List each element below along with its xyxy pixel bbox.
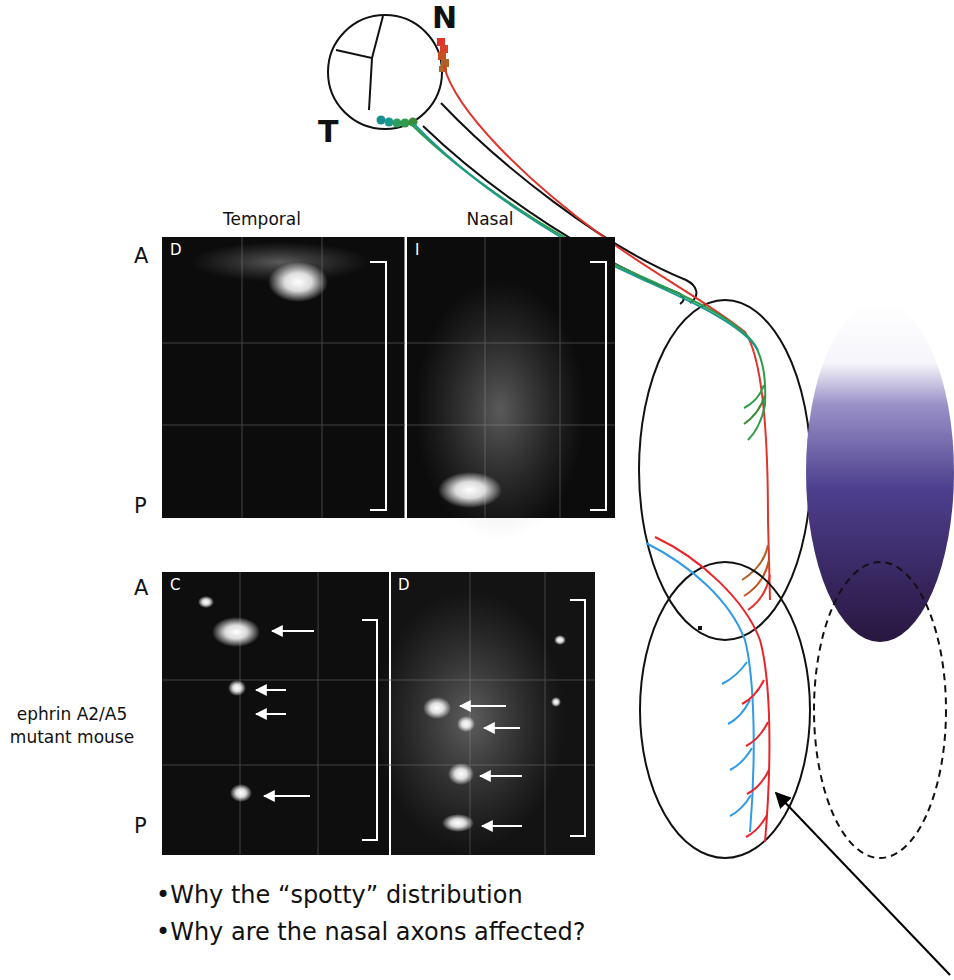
- axis-letter: P: [134, 814, 147, 838]
- missing-gradient: [814, 562, 946, 858]
- panel-letter: I: [407, 237, 427, 263]
- question-bullet: •Why are the nasal axons affected?: [156, 918, 585, 946]
- column-heading: Nasal: [466, 209, 513, 229]
- axis-letter: A: [134, 244, 148, 268]
- ephrin-gradient: [806, 302, 954, 642]
- pointer-arrow: [776, 793, 950, 975]
- axis-letter: P: [134, 494, 147, 518]
- panel-letter: D: [390, 572, 418, 598]
- nasal-marker: N: [432, 0, 457, 35]
- mutant-axons: [646, 537, 769, 842]
- micrograph: [162, 237, 615, 540]
- panel-letter: C: [162, 572, 188, 598]
- nasal-cells: [437, 38, 449, 72]
- row-label: ephrin A2/A5 mutant mouse: [2, 703, 142, 749]
- panel-letter: D: [162, 237, 190, 263]
- axis-letter: A: [134, 576, 148, 600]
- temporal-marker: T: [318, 114, 338, 149]
- micrograph-panel: D: [162, 237, 405, 518]
- eye: [328, 15, 442, 129]
- micrograph-panel: D: [390, 572, 595, 855]
- micrograph-panel: I: [407, 237, 615, 518]
- column-heading: Temporal: [223, 209, 301, 229]
- question-bullet: •Why the “spotty” distribution: [156, 881, 523, 909]
- micrograph-panel: C: [162, 572, 390, 855]
- micrograph: [162, 572, 595, 855]
- dot: [698, 626, 702, 630]
